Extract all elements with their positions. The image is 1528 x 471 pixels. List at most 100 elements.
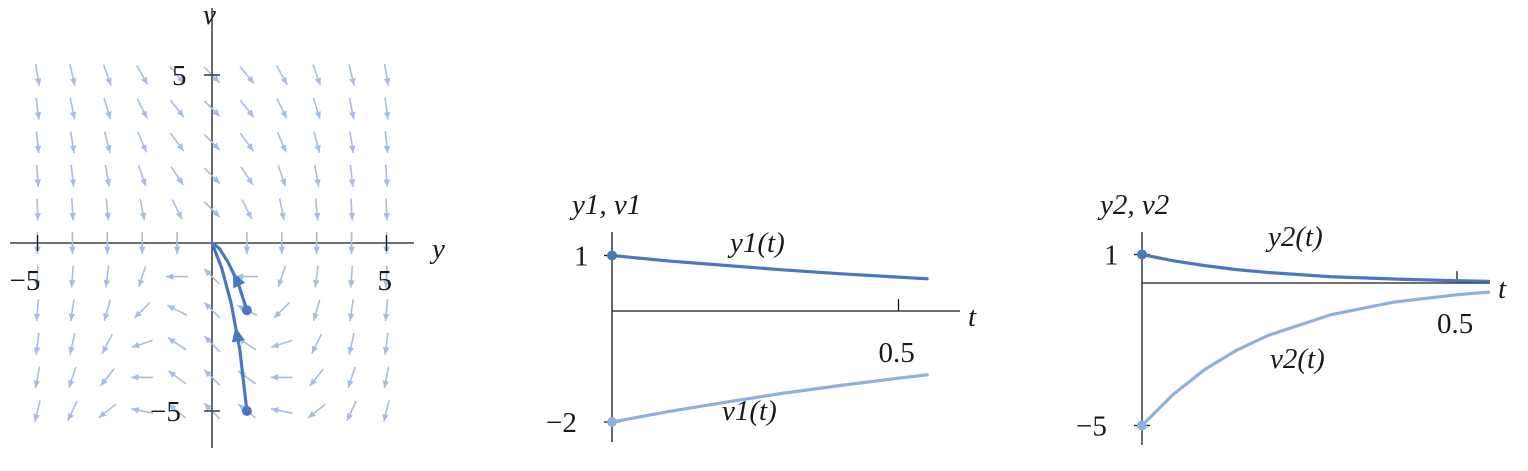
field-arrowhead	[238, 404, 247, 412]
trajectories	[210, 241, 252, 416]
field-arrowhead	[383, 212, 390, 221]
field-arrowhead	[103, 279, 111, 288]
series-line	[610, 373, 929, 424]
trajectory-arrowhead	[231, 327, 245, 343]
field-arrowhead	[308, 410, 316, 418]
field-arrowhead	[348, 246, 355, 254]
field-arrowhead	[33, 413, 40, 422]
panel2-t-label: t	[968, 301, 977, 333]
field-arrowhead	[176, 143, 184, 151]
field-arrowhead	[383, 280, 390, 288]
field-arrowhead	[140, 144, 147, 153]
field-arrowhead	[314, 144, 321, 153]
time-tick-label: 0.5	[879, 337, 915, 369]
field-arrowhead	[212, 108, 220, 117]
time-tick-label: 0.5	[1437, 308, 1473, 340]
field-arrowhead	[134, 310, 142, 318]
field-arrowhead	[280, 76, 288, 85]
field-arrowhead	[105, 77, 112, 86]
phase-x-tick-label: 5	[378, 265, 393, 297]
field-arrowhead	[311, 345, 318, 354]
panel2-vertical-label: y1, v1	[569, 189, 641, 221]
series-label: y1(t)	[727, 227, 785, 259]
field-arrowhead	[314, 77, 322, 86]
series-start-point	[607, 250, 617, 261]
field-arrowhead	[100, 378, 108, 386]
series-label: y2(t)	[1265, 221, 1323, 253]
series-label: v2(t)	[1270, 343, 1325, 375]
field-arrowhead	[131, 341, 140, 349]
phase-y-label: v	[203, 0, 216, 31]
panel2-ticks: 0.51−2	[546, 241, 915, 440]
field-arrowhead	[382, 347, 390, 355]
series-start-point	[607, 417, 617, 427]
field-arrowhead	[347, 346, 354, 355]
field-arrowhead	[383, 179, 391, 187]
field-arrowhead	[279, 212, 286, 221]
field-arrowhead	[166, 273, 174, 280]
field-arrowhead	[313, 279, 320, 288]
trajectory-line	[210, 241, 249, 312]
series-start-point	[1137, 420, 1147, 431]
field-arrowhead	[33, 347, 41, 355]
field-arrowhead	[131, 374, 139, 381]
field-arrowhead	[67, 413, 74, 422]
phase-x-label: y	[429, 233, 445, 265]
value-tick-label: 1	[574, 241, 589, 273]
field-arrowhead	[68, 280, 76, 288]
field-arrowhead	[237, 305, 246, 312]
trajectory-start-point	[241, 305, 252, 316]
solution-1-panel: 0.51−2 y1(t)v1(t) t y1, v1	[546, 189, 977, 442]
field-arrowhead	[70, 77, 77, 86]
field-arrowhead	[348, 212, 356, 221]
field-arrowhead	[102, 345, 109, 354]
field-arrowhead	[279, 178, 287, 187]
phase-y-tick-label: 5	[172, 60, 187, 92]
field-arrowhead	[271, 407, 279, 414]
field-arrowhead	[347, 379, 354, 388]
series-label: v1(t)	[722, 395, 777, 427]
field-arrowhead	[347, 413, 354, 422]
field-arrowhead	[34, 280, 41, 288]
field-arrowhead	[104, 246, 111, 254]
field-arrowhead	[278, 246, 286, 254]
field-arrowhead	[69, 179, 77, 187]
panel3-series: y2(t) v2(t)	[1137, 221, 1491, 431]
panel2-series: y1(t) v1(t)	[607, 227, 929, 427]
field-arrowhead	[246, 177, 254, 185]
field-arrowhead	[104, 178, 112, 187]
field-arrowhead	[277, 279, 284, 288]
field-arrowhead	[347, 313, 355, 322]
trajectory-line	[210, 241, 249, 413]
field-arrowhead	[103, 312, 110, 321]
field-arrowhead	[105, 144, 112, 153]
field-arrowhead	[271, 341, 280, 349]
panel3-vertical-label: y2, v2	[1097, 189, 1169, 221]
field-arrowhead	[168, 404, 177, 412]
field-arrowhead	[204, 369, 212, 378]
field-arrowhead	[212, 176, 220, 184]
field-arrowhead	[175, 211, 183, 220]
field-arrowhead	[69, 246, 76, 254]
field-arrowhead	[34, 78, 42, 86]
field-arrowhead	[348, 280, 355, 288]
field-arrowhead	[204, 268, 212, 277]
field-arrowhead	[168, 370, 177, 378]
field-arrowhead	[176, 109, 184, 118]
value-tick-label: −5	[1076, 411, 1107, 443]
value-tick-label: 1	[1104, 240, 1119, 272]
panel3-t-label: t	[1498, 273, 1507, 305]
field-arrowhead	[235, 273, 244, 280]
field-arrowhead	[243, 246, 251, 254]
field-arrowhead	[274, 310, 282, 318]
field-arrowhead	[105, 111, 112, 120]
field-arrowhead	[69, 145, 77, 154]
field-arrowhead	[383, 111, 391, 120]
series-line	[1140, 290, 1491, 428]
field-arrowhead	[383, 145, 391, 154]
series-line	[1140, 252, 1491, 283]
solution-2-panel: 0.5 1 −5 y2(t) v2(t) t y2, v2	[1076, 189, 1507, 445]
phase-y-tick-label: −5	[150, 396, 181, 428]
field-arrowhead	[137, 279, 145, 288]
field-arrowhead	[33, 313, 41, 322]
